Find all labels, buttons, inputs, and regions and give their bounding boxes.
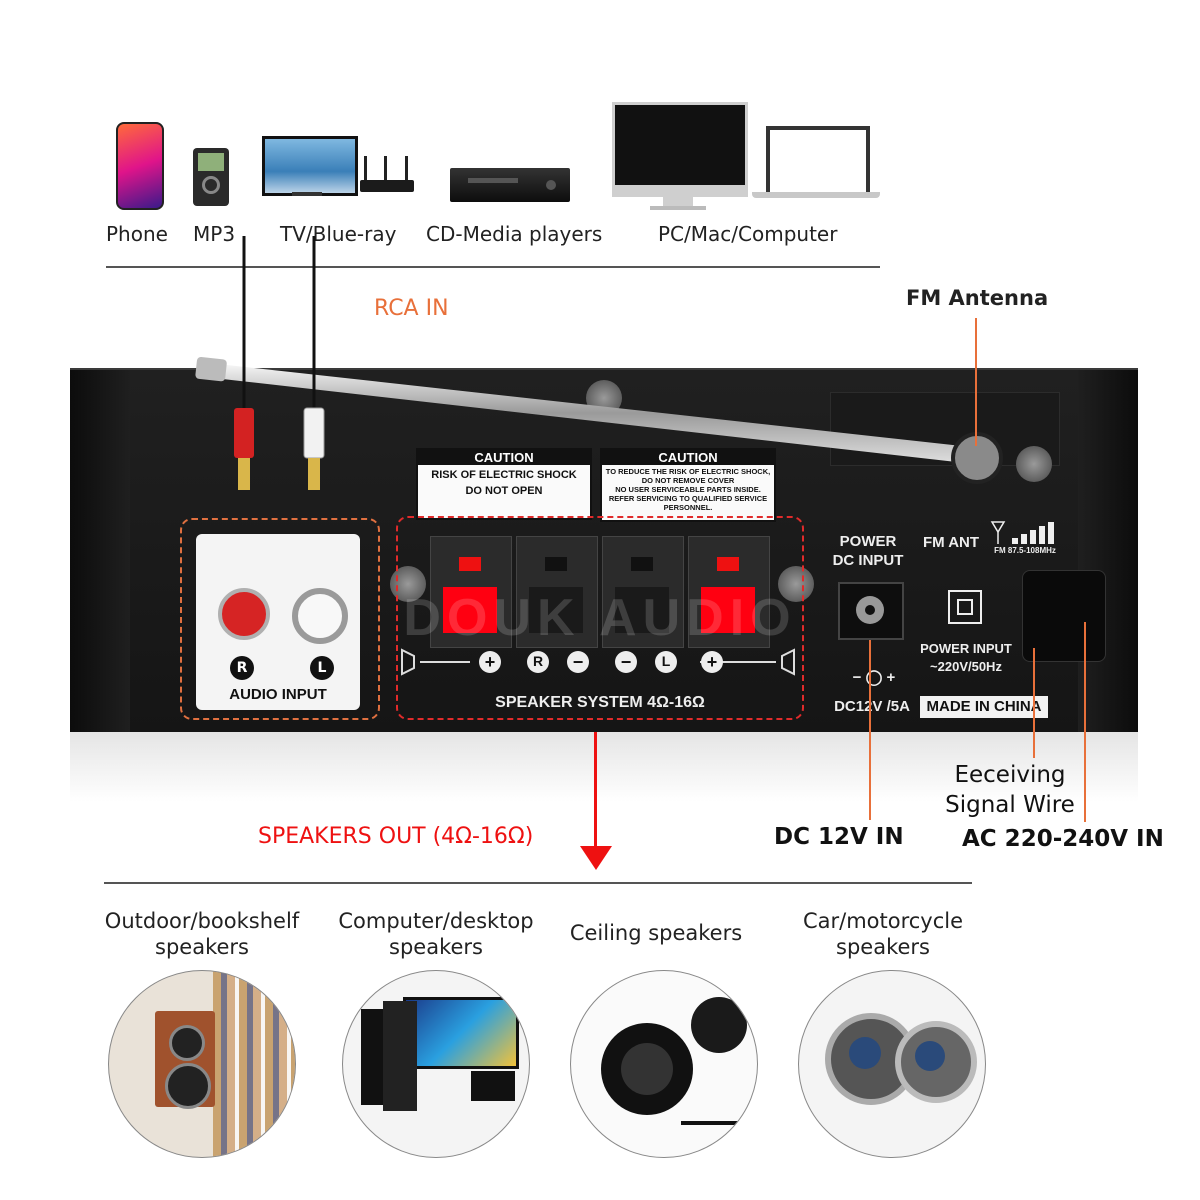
dc-12v-in-label: DC 12V IN	[774, 824, 904, 850]
caution-title: CAUTION	[418, 450, 590, 465]
audio-input-label: AUDIO INPUT	[229, 686, 327, 703]
rca-jack-right[interactable]	[218, 588, 270, 640]
speaker-output-highlight	[396, 516, 804, 720]
source-label-cd: CD-Media players	[426, 222, 603, 246]
signal-wire-label-line2: Signal Wire	[945, 792, 1075, 818]
bookshelf-speaker-image	[108, 970, 296, 1158]
fm-range-label: FM 87.5-108MHz	[994, 546, 1056, 555]
speaker-type-title-line1: Car/motorcycle	[802, 909, 964, 933]
polarity-r-label: R	[532, 653, 544, 669]
screw-icon	[1016, 446, 1052, 482]
cd-player-icon	[450, 168, 570, 202]
rca-in-label: RCA IN	[374, 296, 449, 321]
power-dc-label-line2: DC INPUT	[832, 552, 904, 569]
speaker-type-title: Ceiling speakers	[556, 920, 756, 946]
fm-antenna-callout-line	[975, 318, 977, 446]
caution-line: NO USER SERVICEABLE PARTS INSIDE.	[615, 485, 761, 494]
ceiling-speaker-image	[570, 970, 758, 1158]
mp3-player-icon	[193, 148, 229, 206]
caution-label-shock: CAUTION RISK OF ELECTRIC SHOCK DO NOT OP…	[416, 448, 592, 520]
dc-callout-line	[869, 640, 871, 820]
audio-input-plate: R L AUDIO INPUT	[196, 534, 360, 710]
audio-input-highlight	[180, 518, 380, 720]
caution-line: DO NOT REMOVE COVER	[641, 476, 735, 485]
power-dc-label: POWER DC INPUT	[830, 532, 906, 570]
rca-jack-left[interactable]	[292, 588, 348, 644]
speaker-terminal-r-plus[interactable]	[430, 536, 512, 648]
divider-bottom	[104, 882, 972, 884]
source-label-phone: Phone	[106, 222, 168, 246]
speaker-out-arrow-line	[594, 732, 597, 850]
svg-text:−: −	[573, 652, 584, 672]
antenna-signal-icon	[990, 521, 1054, 544]
caution-line: PERSONNEL.	[663, 503, 713, 512]
speaker-polarity-diagram: + − − +	[401, 648, 795, 676]
signal-wire-label: Eeceiving Signal Wire	[940, 760, 1080, 820]
source-label-tv: TV/Blue-ray	[280, 222, 397, 246]
speaker-type-title-line1: Ceiling speakers	[569, 921, 743, 945]
caution-line: DO NOT OPEN	[465, 485, 543, 497]
screw-icon	[778, 566, 814, 602]
speaker-type-title-line2: speakers	[155, 935, 249, 959]
brand-watermark: DOUK AUDIO	[403, 589, 797, 647]
source-label-computer: PC/Mac/Computer	[658, 222, 838, 246]
speaker-terminal-l-plus[interactable]	[688, 536, 770, 648]
speaker-terminal-r-minus[interactable]	[516, 536, 598, 648]
speaker-type-title: Computer/desktop speakers	[334, 908, 538, 960]
source-label-mp3: MP3	[193, 222, 236, 246]
channel-r-badge: R	[230, 656, 254, 680]
ac-power-plug	[1022, 570, 1106, 662]
phone-icon	[116, 122, 164, 210]
channel-l-badge: L	[310, 656, 334, 680]
svg-text:−: −	[621, 652, 632, 672]
computer-speaker-image	[342, 970, 530, 1158]
divider-top	[106, 266, 880, 268]
signal-wire-callout-line	[1033, 648, 1035, 758]
ac-in-label: AC 220-240V IN	[962, 826, 1164, 852]
svg-text:+: +	[707, 652, 718, 672]
dc-input-jack[interactable]	[838, 582, 904, 640]
ac-callout-line	[1084, 622, 1086, 822]
rca-cables	[234, 236, 325, 490]
dc-rating-label: DC12V /5A	[834, 698, 910, 715]
speaker-type-title-line2: speakers	[389, 935, 483, 959]
svg-text:+: +	[485, 652, 496, 672]
power-input-label-line2: ~220V/50Hz	[930, 659, 1002, 674]
fm-antenna-label: FM Antenna	[906, 286, 1049, 310]
amplifier-rear-panel: CAUTION RISK OF ELECTRIC SHOCK DO NOT OP…	[70, 368, 1138, 732]
signal-wire-label-line1: Eeceiving	[954, 762, 1066, 788]
speaker-type-title-line1: Computer/desktop	[338, 909, 534, 933]
speakers-out-label: SPEAKERS OUT (4Ω-16Ω)	[258, 824, 534, 849]
power-input-label-line1: POWER INPUT	[920, 641, 1012, 656]
down-arrow-icon	[580, 846, 612, 870]
power-dc-label-line1: POWER	[839, 533, 897, 550]
panel-reflection	[70, 732, 1138, 802]
speaker-system-label: SPEAKER SYSTEM 4Ω-16Ω	[495, 694, 705, 711]
caution-line: REFER SERVICING TO QUALIFIED SERVICE	[608, 494, 768, 503]
speaker-type-title-line1: Outdoor/bookshelf	[104, 909, 300, 933]
caution-label-service: CAUTION TO REDUCE THE RISK OF ELECTRIC S…	[600, 448, 776, 522]
power-input-label: POWER INPUT ~220V/50Hz	[916, 640, 1016, 676]
speaker-type-title: Car/motorcycle speakers	[790, 908, 976, 960]
fm-antenna-rod	[195, 356, 1003, 484]
speaker-type-title: Outdoor/bookshelf speakers	[100, 908, 304, 960]
made-in-label: MADE IN CHINA	[920, 696, 1048, 718]
polarity-l-label: L	[661, 653, 671, 669]
car-speaker-image	[798, 970, 986, 1158]
caution-line: TO REDUCE THE RISK OF ELECTRIC SHOCK,	[605, 467, 771, 476]
speaker-type-title-line2: speakers	[836, 935, 930, 959]
caution-line: RISK OF ELECTRIC SHOCK	[431, 469, 577, 481]
fm-ant-label: FM ANT	[922, 534, 980, 551]
caution-title: CAUTION	[602, 450, 774, 465]
power-input-icon	[948, 590, 982, 624]
speaker-terminal-l-minus[interactable]	[602, 536, 684, 648]
dc-polarity-symbol: − ◯ +	[852, 669, 896, 686]
